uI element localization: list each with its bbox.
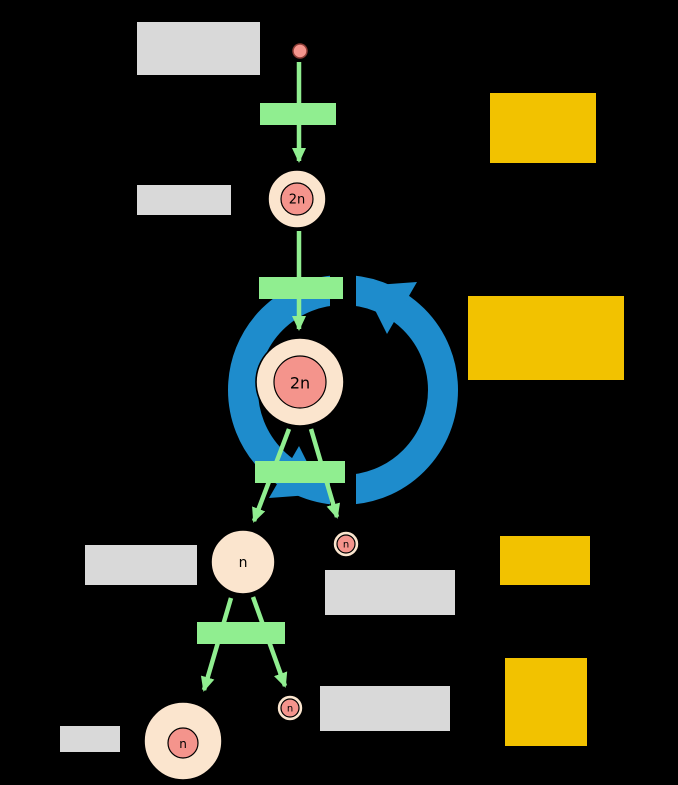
note-box-yellow-1[interactable] (490, 93, 596, 163)
polar-body-1-nucleus (336, 534, 356, 554)
primary-oocyte-ploidy-label: 2n (290, 374, 310, 393)
oogonium-ploidy-label: 2n (289, 193, 306, 208)
oogonium-cell: 2n (267, 169, 327, 229)
ovum-cell: n (143, 701, 223, 781)
process-box-green-4[interactable] (197, 622, 285, 644)
answer-box-gray-5[interactable] (60, 726, 120, 752)
germ-cell-dot (292, 43, 308, 59)
polar-body-1: n (332, 530, 360, 558)
cycle-arrowhead-top (363, 282, 417, 334)
polar-body-2-ploidy-label: n (287, 704, 293, 715)
arrow-division2-left (200, 597, 234, 692)
note-box-yellow-2[interactable] (468, 296, 624, 380)
note-box-yellow-4[interactable] (505, 658, 587, 746)
polar-body-1-ploidy-label: n (343, 540, 349, 551)
note-box-yellow-3[interactable] (500, 536, 590, 585)
ovum-nucleus (167, 727, 199, 759)
primary-oocyte-cell: 2n (255, 337, 345, 427)
primary-oocyte-nucleus (273, 355, 327, 409)
polar-body-2-nucleus (280, 698, 300, 718)
process-box-green-1[interactable] (260, 103, 336, 125)
answer-box-gray-3[interactable] (85, 545, 197, 585)
polar-body-2: n (276, 694, 304, 722)
secondary-oocyte-cell: n (210, 529, 276, 595)
cells: 2n 2n n n n (143, 43, 360, 781)
oogonium-nucleus (280, 182, 314, 216)
answer-box-gray-1[interactable] (137, 22, 260, 75)
process-box-green-3[interactable] (255, 461, 345, 483)
answer-box-gray-2[interactable] (137, 185, 231, 215)
secondary-oocyte-ploidy-label: n (239, 555, 248, 571)
answer-box-gray-4[interactable] (325, 570, 455, 615)
answer-box-gray-6[interactable] (320, 686, 450, 731)
secondary-oocyte-membrane (210, 529, 276, 595)
process-box-green-2[interactable] (259, 277, 343, 299)
ovum-ploidy-label: n (179, 737, 187, 751)
